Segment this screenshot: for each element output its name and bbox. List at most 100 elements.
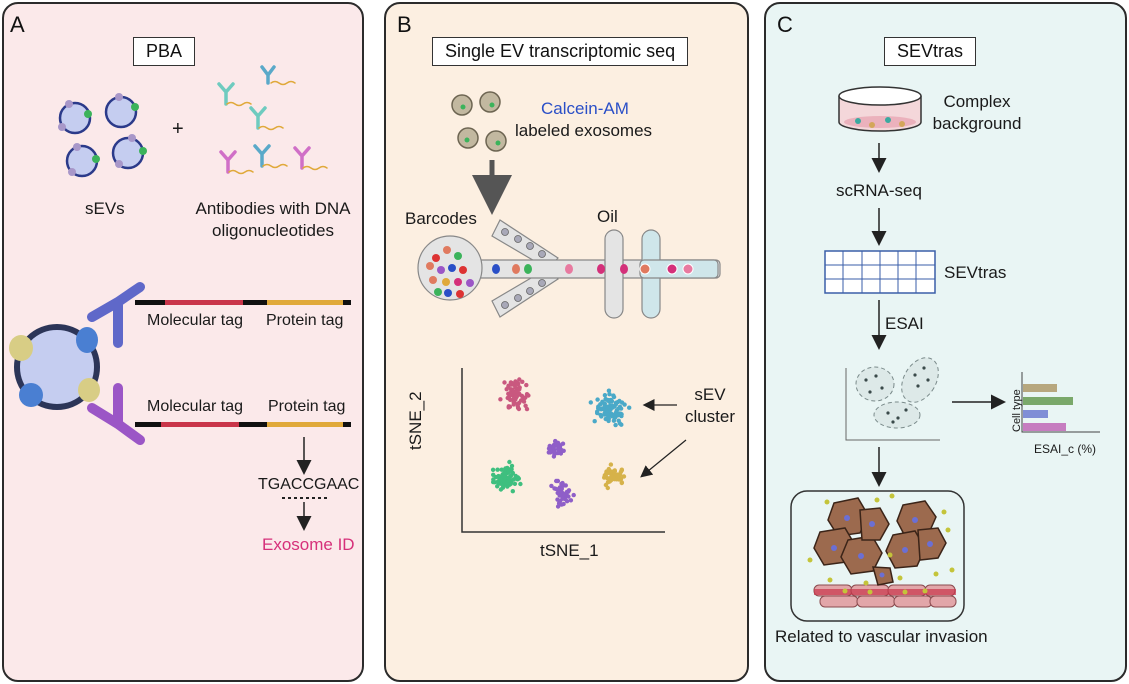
- tsne-point: [618, 406, 624, 411]
- tsne-point: [524, 406, 530, 412]
- tsne-point: [503, 466, 508, 471]
- tsne-point: [606, 388, 612, 393]
- tsne-point: [509, 381, 515, 386]
- petri-dish: [838, 86, 922, 132]
- tsne-point: [561, 448, 566, 453]
- tsne-point: [495, 479, 500, 484]
- tsne-point: [564, 499, 570, 504]
- tsne-point: [502, 380, 507, 385]
- tsne-point: [520, 379, 525, 384]
- tsne-point: [546, 446, 552, 451]
- tsne-point: [617, 421, 623, 426]
- calcein-label: Calcein-AM: [541, 99, 629, 118]
- microfluidic-chip: [417, 219, 721, 319]
- tsne-point: [554, 486, 559, 492]
- panel-c-title: SEVtras: [884, 37, 977, 66]
- cluster-arrow-2: [640, 439, 687, 478]
- sevs-label: sEVs: [85, 199, 125, 218]
- tsne-point: [609, 404, 614, 410]
- tsne-point: [513, 379, 518, 384]
- tsne-point: [566, 494, 571, 499]
- tsne-point: [554, 478, 559, 484]
- tsne-point: [611, 394, 617, 400]
- tsne-point: [523, 395, 528, 400]
- tsne-point: [602, 393, 608, 398]
- tsne-point: [559, 486, 564, 491]
- tsne-x-axis-label: tSNE_1: [540, 541, 599, 560]
- tsne-point: [607, 392, 612, 397]
- tsne-point: [595, 397, 600, 402]
- tsne-point: [498, 487, 504, 492]
- tsne-clusters: [490, 377, 632, 509]
- molecular-tag-label-1: Molecular tag: [147, 312, 244, 329]
- panel-b-title: Single EV transcriptomic seq: [432, 37, 689, 66]
- tsne-point: [509, 463, 515, 469]
- esai-label: ESAI: [885, 314, 924, 333]
- tsne-point: [506, 404, 511, 409]
- barcodes-label: Barcodes: [405, 209, 477, 228]
- protein-tag-label-1: Protein tag: [266, 312, 344, 329]
- tsne-point: [571, 492, 576, 498]
- tsne-point: [513, 385, 518, 390]
- tsne-point: [568, 498, 574, 503]
- tsne-point: [602, 473, 607, 478]
- tsne-point: [609, 474, 614, 479]
- exosome-with-antibodies: [9, 282, 145, 445]
- panel-c-letter: C: [777, 12, 793, 37]
- tsne-point: [616, 477, 622, 482]
- tsne-point: [618, 473, 623, 478]
- tsne-point: [555, 497, 560, 502]
- oil-label: Oil: [597, 207, 618, 226]
- tsne-point: [596, 404, 601, 409]
- tsne-point: [551, 454, 557, 459]
- tsne-point: [490, 467, 496, 472]
- sev-icons: [58, 93, 147, 178]
- tsne-point: [516, 391, 522, 396]
- tsne-point: [508, 397, 513, 402]
- antibody-icons: [217, 65, 328, 175]
- sequence-label: TGACCGAAC: [258, 476, 360, 493]
- tsne-point: [524, 382, 529, 388]
- complex-label-1: Complex: [943, 92, 1011, 111]
- complex-label-2: background: [932, 114, 1022, 133]
- tsne-point: [557, 444, 562, 449]
- tsne-point: [621, 474, 627, 479]
- tsne-point: [608, 462, 614, 467]
- tsne-point: [612, 469, 617, 474]
- tsne-point: [588, 400, 593, 405]
- panel-a-title: PBA: [133, 37, 196, 66]
- scrna-seq-label: scRNA-seq: [836, 181, 922, 200]
- tsne-point: [556, 501, 562, 506]
- panel-b-letter: B: [397, 12, 412, 37]
- tsne-point: [523, 403, 528, 408]
- labeled-exosomes-label: labeled exosomes: [515, 121, 653, 140]
- tsne-point: [595, 409, 600, 414]
- vascular-invasion-illustration: [790, 490, 965, 622]
- tsne-point: [551, 445, 556, 450]
- tsne-point: [619, 480, 625, 485]
- tsne-point: [492, 480, 497, 485]
- tsne-point: [564, 489, 569, 495]
- antibodies-label-2: oligonucleotides: [212, 221, 334, 240]
- tsne-point: [506, 468, 511, 474]
- vascular-invasion-label: Related to vascular invasion: [775, 627, 988, 646]
- esai-bar-chart: [1021, 372, 1100, 433]
- tsne-point: [512, 481, 518, 486]
- tsne-point: [560, 480, 565, 486]
- tsne-point: [619, 467, 624, 472]
- calcein-exosomes: [451, 91, 507, 152]
- sev-cluster-label-1: sEV: [694, 385, 726, 404]
- tsne-point: [613, 422, 618, 428]
- tsne-point: [552, 449, 557, 455]
- tsne-point: [616, 412, 621, 418]
- tsne-point: [511, 402, 516, 407]
- sevtras-grid-label: SEVtras: [944, 263, 1007, 282]
- panel-b: [384, 2, 749, 682]
- tsne-point: [517, 387, 522, 392]
- tsne-point: [614, 408, 619, 413]
- tsne-point: [549, 483, 554, 489]
- tsne-point: [605, 480, 611, 485]
- tsne-point: [627, 405, 632, 410]
- tsne-point: [508, 392, 514, 398]
